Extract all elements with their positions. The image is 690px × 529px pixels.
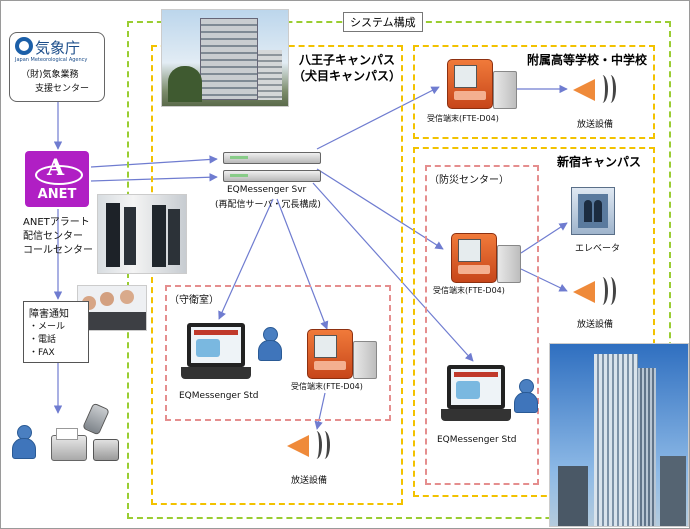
user-person-icon (11, 425, 36, 459)
jma-logo-text: 気象庁 (35, 39, 81, 57)
shinjuku-title: 新宿キャンパス (557, 155, 642, 169)
hachioji-title: 八王子キャンパス (299, 53, 396, 67)
guard-room-title: （守衛室） (169, 295, 219, 306)
anet-logo: A ANET (25, 151, 89, 207)
shinjuku-terminal-side-icon (497, 245, 521, 283)
fuzoku-terminal-side-icon (493, 71, 517, 109)
elevator-label: エレベータ (575, 244, 621, 254)
arrow-anet-to-server-1 (90, 155, 218, 168)
failure-notice-box (23, 301, 89, 363)
shinjuku-person-icon (513, 379, 538, 413)
guard-speaker-icon (287, 429, 331, 463)
failure-notice-item-mail: ・メール (29, 322, 66, 332)
arrow-server-to-guard-terminal (276, 198, 329, 330)
arrow-shinjuku-terminal-to-speaker (520, 268, 568, 292)
arrow-server-to-fuzoku (316, 86, 440, 150)
fuzoku-speaker-icon (573, 73, 617, 107)
arrow-server-to-shinjuku-terminal (316, 168, 444, 250)
datacenter-photo (97, 194, 187, 274)
fuzoku-boundary (413, 45, 655, 139)
jma-org-line1: （財)気象業務 (21, 70, 79, 80)
arrow-server-to-shinjuku-laptop (312, 182, 474, 362)
server-rack-1 (223, 152, 321, 164)
bousai-center-boundary (425, 165, 539, 485)
shinjuku-terminal-label: 受信端末(FTE-D04) (433, 286, 505, 295)
arrow-server-to-guard-laptop (218, 198, 274, 320)
hachioji-building-photo (161, 9, 289, 107)
server-rack-2 (223, 170, 321, 182)
hachioji-subtitle: （犬目キャンパス） (293, 69, 402, 83)
shinjuku-terminal-icon (451, 233, 497, 283)
shinjuku-speaker-label: 放送設備 (577, 320, 614, 330)
guard-person-icon (257, 327, 282, 361)
arrow-anet-to-server-2 (90, 173, 218, 182)
guard-terminal-label: 受信端末(FTE-D04) (291, 382, 363, 391)
guard-room-boundary (165, 285, 391, 421)
guard-terminal-icon (307, 329, 353, 379)
anet-logo-text: ANET (37, 187, 77, 202)
anet-line2: 配信センター (23, 231, 83, 242)
arrow-guard-terminal-to-speaker (314, 392, 326, 430)
fuzoku-title: 附属高等学校・中学校 (527, 53, 648, 67)
jma-logo-sub: Japan Meteorological Agency (15, 57, 88, 63)
anet-line3: コールセンター (23, 245, 93, 256)
hachioji-campus-boundary (151, 45, 403, 505)
jma-org-line2: 支援センター (35, 84, 90, 94)
guard-speaker-label: 放送設備 (291, 476, 328, 486)
jma-logo-icon (15, 37, 33, 55)
server-label: EQMessenger Svr (227, 185, 307, 195)
fax-machine-icon (51, 428, 87, 461)
anet-line1: ANETアラート (23, 217, 90, 228)
shinjuku-laptop-label: EQMessenger Std (437, 435, 517, 445)
failure-notice-item-fax: ・FAX (29, 348, 55, 358)
shinjuku-speaker-icon (573, 275, 617, 309)
fuzoku-speaker-label: 放送設備 (577, 120, 614, 130)
desk-phone-icon (93, 439, 119, 461)
server-sublabel: (再配信サーバ・冗長構成) (215, 200, 321, 210)
bousai-center-title: （防災センター） (429, 175, 509, 186)
failure-notice-item-phone: ・電話 (29, 335, 57, 345)
system-label: システム構成 (343, 12, 423, 32)
guard-laptop-label: EQMessenger Std (179, 391, 259, 401)
shinjuku-boundary (413, 147, 655, 497)
arrow-shinjuku-terminal-to-elevator (520, 222, 568, 254)
shinjuku-tower-photo (549, 343, 689, 527)
fuzoku-terminal-icon (447, 59, 493, 109)
elevator-icon (571, 187, 615, 235)
failure-notice-title: 障害通知 (29, 309, 69, 320)
fuzoku-terminal-label: 受信端末(FTE-D04) (427, 114, 499, 123)
guard-terminal-side-icon (353, 341, 377, 379)
